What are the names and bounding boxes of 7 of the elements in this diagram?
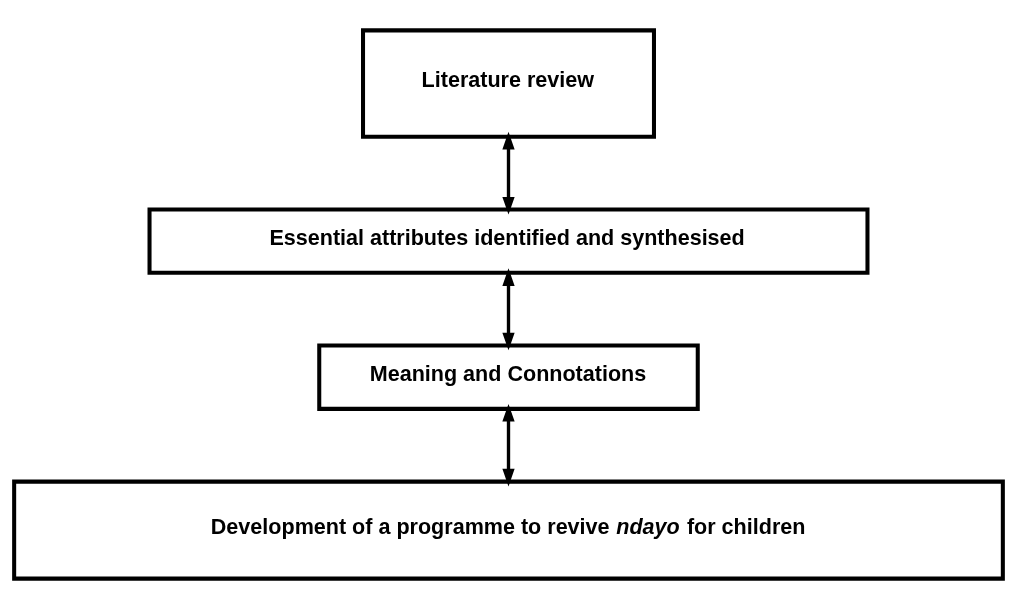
arrow [502,267,515,350]
node-box: Essential attributes identified and synthesised [147,207,870,275]
arrow [502,403,515,486]
arrow [502,131,515,215]
node-box: Development of a programme to revive ndayo for children [12,479,1005,581]
node-box: Meaning and Connotations [317,343,700,411]
node-box: Literature review [361,27,656,139]
